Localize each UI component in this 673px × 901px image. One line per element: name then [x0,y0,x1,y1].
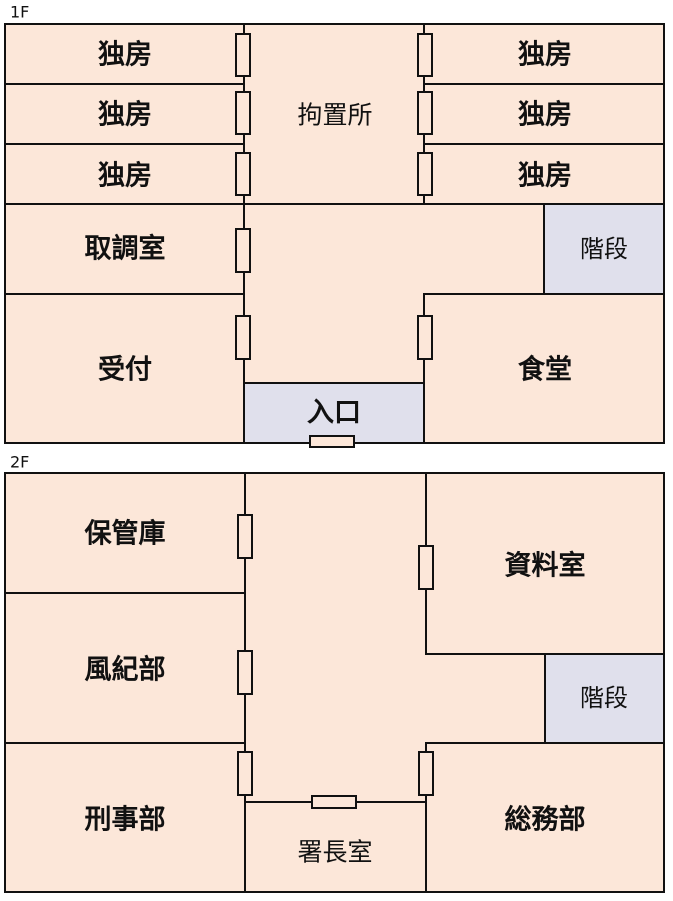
criminal-label: 刑事部 [85,804,166,836]
storage-room [4,472,246,594]
cell-left-3-label: 独房 [98,161,152,192]
door-icon [235,228,251,273]
cell-left-1 [4,23,245,85]
floor-2: 保管庫 資料室 風紀部 階段 刑事部 署長室 総務部 [4,472,665,893]
floor-1-label: 1F [10,3,29,22]
cafeteria-label: 食堂 [518,354,572,386]
stairs-1f-label: 階段 [580,235,628,263]
vice-room [4,592,246,744]
floor-2-label: 2F [10,453,29,472]
interrogation-label: 取調室 [85,233,166,265]
general-affairs-room [425,742,665,893]
entrance-door-icon [309,435,355,448]
general-affairs-label: 総務部 [505,804,586,836]
door-icon [235,91,251,135]
chief-office-label: 署長室 [297,838,372,867]
cell-left-2-label: 独房 [98,100,152,131]
door-icon [418,751,434,796]
stairs-1f [543,203,665,295]
door-icon [417,315,433,360]
door-icon [237,751,253,796]
stairs-2f-label: 階段 [580,684,628,712]
criminal-room [4,742,246,893]
doors-1f [235,33,433,448]
records-room [425,472,665,655]
door-icon [235,33,251,77]
door-icon [235,315,251,360]
chief-door-icon [311,795,357,809]
cafeteria-room [423,293,665,444]
floor-1: 独房 独房 独房 独房 独房 独房 拘置所 取調室 階段 受付 食堂 入口 [4,23,665,448]
door-icon [417,91,433,135]
cell-right-3-label: 独房 [518,161,572,192]
doors-2f [237,514,434,809]
cell-left-1-label: 独房 [98,40,152,71]
cell-left-2 [4,83,245,145]
vice-label: 風紀部 [85,654,166,686]
detention-label: 拘置所 [297,101,372,130]
cell-right-1-label: 独房 [518,40,572,71]
door-icon [418,545,434,590]
storage-label: 保管庫 [84,519,166,550]
reception-label: 受付 [98,354,152,386]
door-icon [235,152,251,196]
cell-right-2-label: 独房 [518,100,572,131]
door-icon [417,152,433,196]
door-icon [237,650,253,695]
records-label: 資料室 [505,550,586,582]
reception-room [4,293,245,444]
door-icon [237,514,253,559]
entrance-label: 入口 [307,398,361,429]
door-icon [417,33,433,77]
